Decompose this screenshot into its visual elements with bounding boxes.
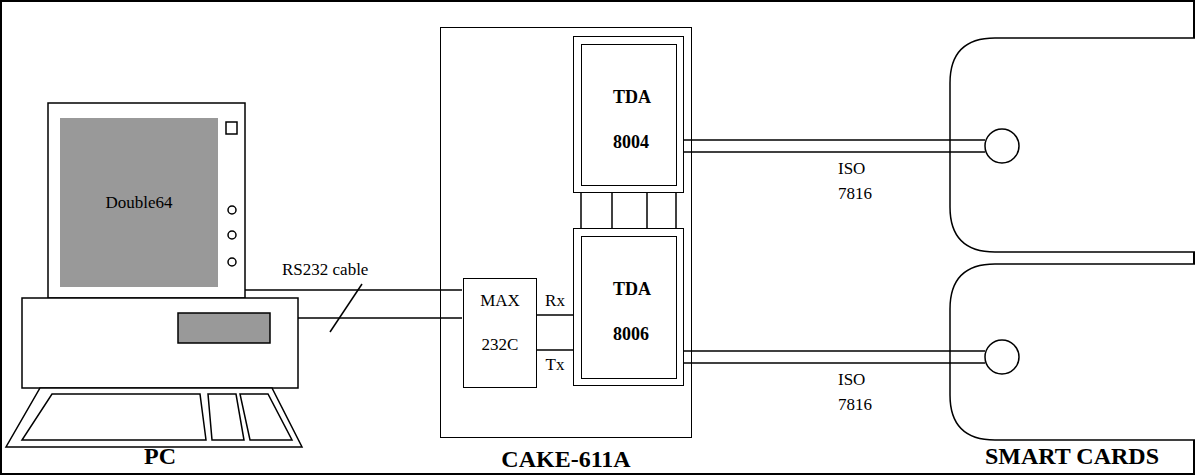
chip-name: TDA 8006 [613,267,671,357]
drive-slot [178,313,270,343]
knob [228,258,236,266]
monitor [48,103,245,298]
signal-line [537,314,573,316]
screen-text: Double64 [60,192,218,214]
interface-label: ISO 7816 [838,156,898,206]
signal-name: Rx [545,290,565,312]
card-wire [683,350,985,352]
card-wire [683,362,985,364]
board-name: CAKE-611A [441,445,691,473]
smart-card [950,264,1195,440]
interface-label: ISO 7816 [838,367,898,417]
cable-wire [298,317,462,319]
leader-line [330,284,362,332]
card-contact [985,129,1019,163]
keyboard-keys [208,394,244,440]
pc-body [22,298,298,388]
cable-label: RS232 cable [282,257,368,282]
iso-wires [683,140,985,363]
chip-name: MAX 232C [464,279,536,367]
card-contact [985,340,1019,374]
card-wire [683,139,985,141]
keyboard-keys [240,394,292,440]
smart-card [950,38,1195,252]
rs232-cable [245,284,462,332]
connectors [537,193,676,350]
board-box: MAX 232CTDA 8004TDA 8006CAKE-611A [440,27,692,438]
cable-wire [245,289,462,291]
signal-name: Tx [546,354,565,376]
monitor-screen: Double64 [60,118,218,287]
bus-line [646,193,648,228]
keyboard [6,388,302,447]
device-name: SMART CARDS [985,442,1159,470]
chip-box: MAX 232C [463,278,537,388]
bus-line [675,193,677,228]
keyboard-keys [22,394,206,440]
chip-box: TDA 8004 [573,36,684,193]
inner-frame [581,236,677,379]
signal-line [537,349,573,351]
bus-line [611,193,613,228]
knob [228,231,236,239]
knob [228,206,236,214]
bus-line [580,193,582,228]
smart-cards [950,38,1195,440]
inner-frame [581,44,677,186]
device-name: PC [144,442,176,470]
pc-illustration [6,103,302,447]
power-button [226,122,237,134]
chip-name: TDA 8004 [613,75,671,165]
chip-box: TDA 8006 [573,228,684,386]
card-wire [683,151,985,153]
